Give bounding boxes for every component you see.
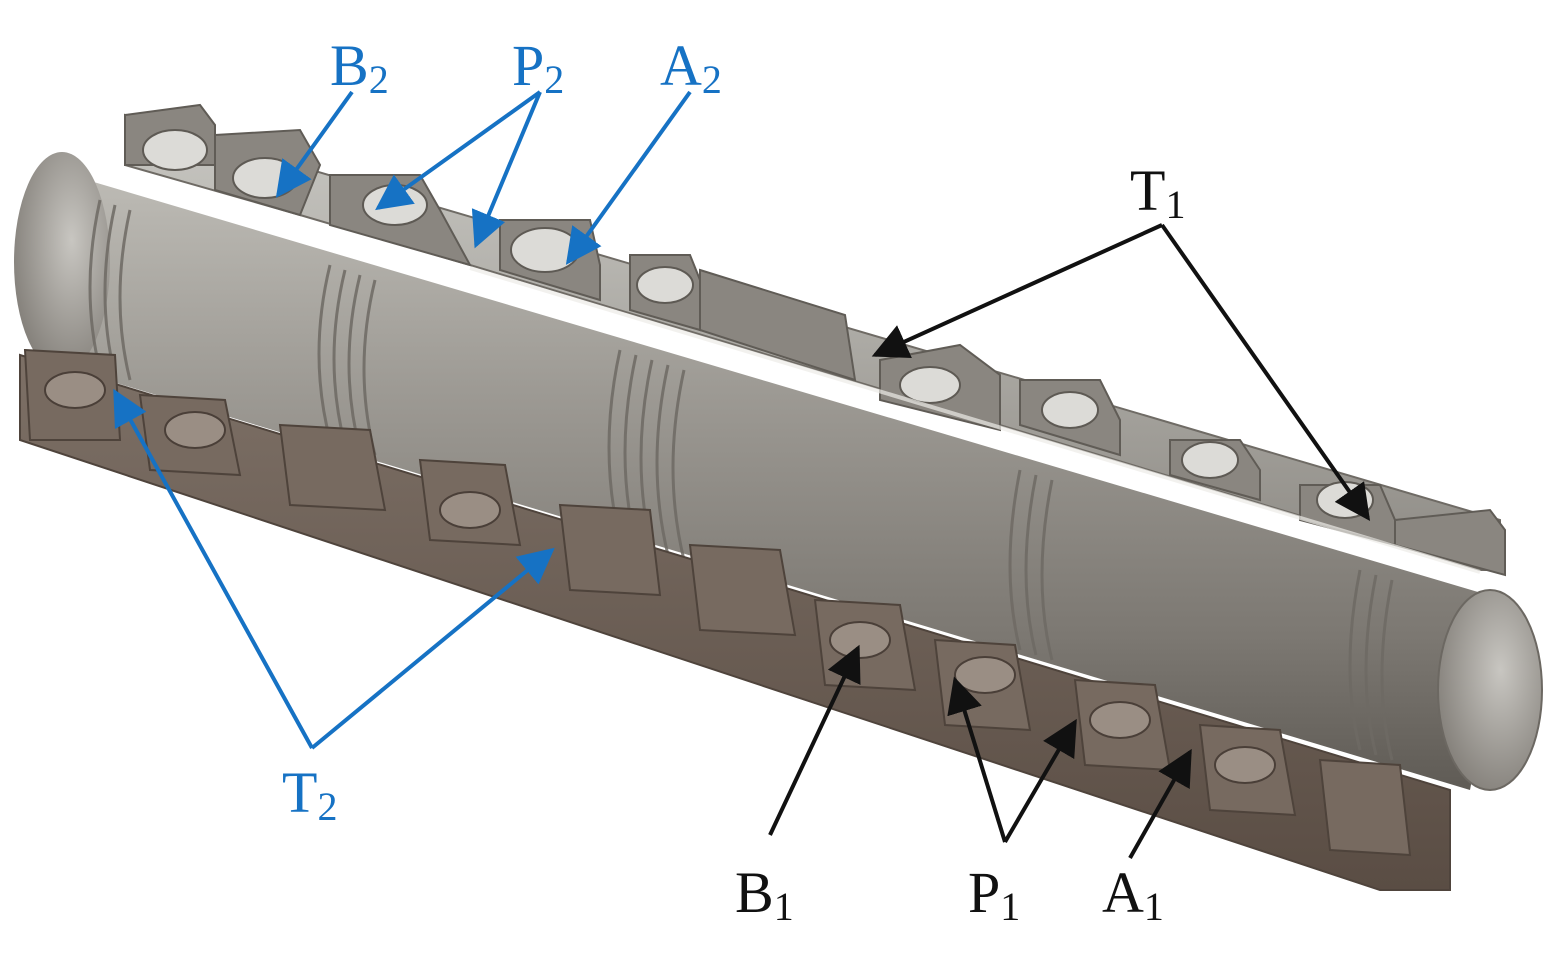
left-end-face — [14, 152, 110, 372]
blue-leaders — [113, 90, 692, 750]
leader-b2 — [275, 90, 354, 198]
label-a2: A2 — [660, 33, 722, 102]
label-b2: B2 — [330, 33, 389, 102]
leader-p2-b — [471, 91, 542, 249]
spool-inner-cylinder — [40, 175, 1505, 790]
black-leaders — [768, 223, 1371, 859]
right-end-face — [1437, 589, 1543, 791]
leader-p1-b — [1003, 718, 1077, 844]
leader-t2-a — [113, 388, 314, 749]
label-t1: T1 — [1130, 158, 1185, 227]
lower-ports — [44, 371, 1276, 784]
spool-highlight — [469, 266, 1481, 574]
leader-a1 — [1128, 748, 1192, 859]
label-p2: P2 — [512, 33, 564, 102]
leader-p2-a — [375, 90, 542, 211]
label-p1: P1 — [968, 860, 1020, 929]
spool-body — [14, 103, 1543, 891]
leader-a2 — [565, 90, 692, 265]
leader-t1-b — [1160, 223, 1371, 521]
leader-p1-a — [947, 676, 1007, 843]
label-b1: B1 — [735, 860, 794, 929]
leader-t2-b — [310, 547, 555, 750]
label-t2: T2 — [282, 760, 337, 829]
leader-b1 — [768, 644, 861, 836]
label-a1: A1 — [1102, 860, 1164, 929]
groove-rings — [88, 199, 1394, 761]
leader-t1-a — [871, 223, 1163, 359]
